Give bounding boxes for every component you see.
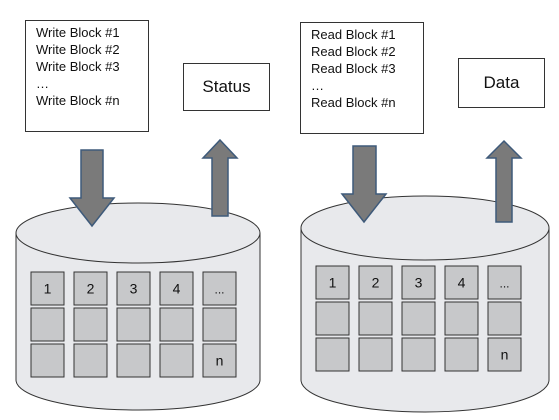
write-block-cell bbox=[159, 307, 194, 342]
read-block-cell bbox=[315, 337, 350, 372]
write-command-n: Write Block #n bbox=[36, 93, 120, 108]
read-block-label: 1 bbox=[329, 275, 337, 291]
read-block-grid: 1 2 3 4... n bbox=[315, 265, 522, 372]
data-up-arrow bbox=[485, 139, 523, 223]
read-command-n: Read Block #n bbox=[311, 95, 396, 110]
read-block-cell bbox=[444, 265, 479, 300]
write-block-grid: 1 2 3 4... n bbox=[30, 271, 237, 378]
read-commands-box: Read Block #1 Read Block #2 Read Block #… bbox=[300, 22, 424, 134]
write-command-3: Write Block #3 bbox=[36, 59, 120, 74]
write-block-cell bbox=[159, 343, 194, 378]
write-block-cell bbox=[116, 271, 151, 306]
write-block-cell bbox=[73, 271, 108, 306]
write-block-label: ... bbox=[214, 283, 224, 297]
read-block-cell bbox=[315, 265, 350, 300]
read-block-cell bbox=[358, 301, 393, 336]
read-block-cell bbox=[401, 265, 436, 300]
read-block-cell bbox=[487, 337, 522, 372]
write-block-cell bbox=[73, 343, 108, 378]
write-disk-top bbox=[15, 202, 261, 264]
write-block-cell bbox=[159, 271, 194, 306]
status-box: Status bbox=[183, 63, 270, 111]
data-label: Data bbox=[483, 73, 520, 92]
write-command-1: Write Block #1 bbox=[36, 25, 120, 40]
read-command-ellipsis: … bbox=[311, 78, 324, 93]
read-block-cell bbox=[487, 265, 522, 300]
read-block-cell bbox=[487, 301, 522, 336]
write-block-label: 4 bbox=[173, 281, 181, 297]
read-block-label: 4 bbox=[458, 275, 466, 291]
read-command-2: Read Block #2 bbox=[311, 44, 396, 59]
write-commands-box: Write Block #1 Write Block #2 Write Bloc… bbox=[25, 20, 149, 132]
write-block-cell bbox=[202, 343, 237, 378]
read-command-1: Read Block #1 bbox=[311, 27, 396, 42]
read-block-cell bbox=[315, 301, 350, 336]
write-block-label: n bbox=[216, 353, 224, 369]
status-label: Status bbox=[202, 77, 251, 96]
write-block-cell bbox=[30, 343, 65, 378]
read-block-cell bbox=[358, 337, 393, 372]
data-box: Data bbox=[458, 58, 545, 108]
write-disk-cylinder: 1 2 3 4... n bbox=[15, 202, 261, 411]
write-block-cell bbox=[116, 343, 151, 378]
read-block-label: 2 bbox=[372, 275, 380, 291]
write-block-cell bbox=[202, 271, 237, 306]
read-block-label: ... bbox=[499, 277, 509, 291]
write-block-label: 2 bbox=[87, 281, 95, 297]
write-block-label: 1 bbox=[44, 281, 52, 297]
write-block-cell bbox=[202, 307, 237, 342]
read-block-cell bbox=[401, 337, 436, 372]
write-down-arrow bbox=[68, 149, 116, 228]
write-block-cell bbox=[73, 307, 108, 342]
read-block-cell bbox=[401, 301, 436, 336]
write-block-cell bbox=[30, 307, 65, 342]
read-disk-cylinder: 1 2 3 4... n bbox=[300, 195, 550, 413]
read-block-cell bbox=[444, 301, 479, 336]
write-command-ellipsis: … bbox=[36, 76, 49, 91]
write-block-label: 3 bbox=[130, 281, 138, 297]
status-up-arrow bbox=[201, 138, 239, 217]
read-command-3: Read Block #3 bbox=[311, 61, 396, 76]
write-command-2: Write Block #2 bbox=[36, 42, 120, 57]
write-block-cell bbox=[116, 307, 151, 342]
read-block-label: 3 bbox=[415, 275, 423, 291]
write-block-cell bbox=[30, 271, 65, 306]
read-block-cell bbox=[358, 265, 393, 300]
read-block-cell bbox=[444, 337, 479, 372]
read-block-label: n bbox=[501, 347, 509, 363]
read-down-arrow bbox=[340, 145, 388, 224]
